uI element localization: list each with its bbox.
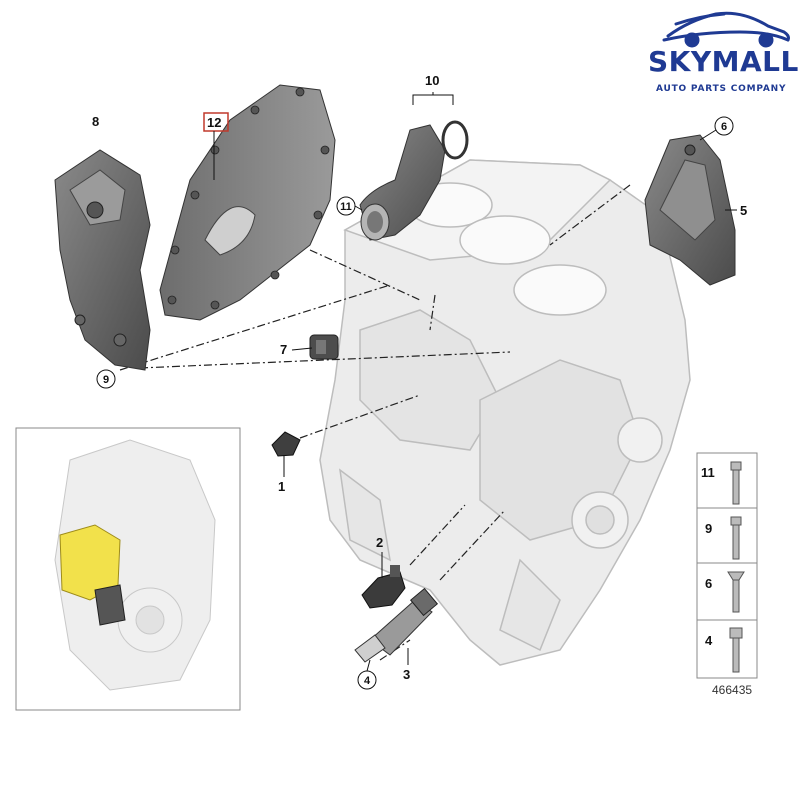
callout-5: 5: [740, 203, 747, 218]
fastener-table: [696, 452, 758, 679]
fastener-9: 9: [705, 521, 712, 536]
callout-9: 9: [103, 374, 109, 386]
callout-2: 2: [376, 535, 383, 550]
callout-3: 3: [403, 667, 410, 682]
callout-1: 1: [278, 479, 285, 494]
brand-tagline: AUTO PARTS COMPANY: [656, 84, 787, 94]
brand-name: SKYMALL: [648, 45, 799, 78]
part-12-timing-cover[interactable]: [159, 84, 336, 321]
part-5-mount-bracket[interactable]: [644, 134, 736, 286]
circled-callouts: 6 11 9 4: [96, 116, 734, 690]
callout-10: 10: [425, 73, 439, 88]
part-2-sensor[interactable]: [361, 565, 406, 609]
car-silhouette-icon: [662, 11, 790, 48]
fastener-11: 11: [701, 465, 715, 480]
callout-labels: 8 12 10 5 7 1 2 3: [92, 73, 747, 682]
bolt-icon: [727, 461, 745, 673]
part-7-sensor[interactable]: [309, 334, 339, 360]
part-1-sensor[interactable]: [271, 431, 301, 457]
callout-4: 4: [364, 675, 371, 687]
part-8-bracket[interactable]: [54, 149, 151, 371]
callout-6: 6: [721, 121, 727, 133]
diagram-part-number: 466435: [712, 683, 753, 697]
fastener-labels: 11 9 6 4: [701, 465, 715, 648]
callout-12: 12: [207, 115, 221, 130]
engine-block: [319, 159, 691, 666]
part-10-coolant-housing[interactable]: [359, 120, 469, 241]
part-3-sensor[interactable]: [354, 587, 439, 663]
leader-lines: [119, 184, 631, 661]
fastener-6: 6: [705, 576, 712, 591]
fastener-4: 4: [705, 633, 713, 648]
callout-7: 7: [280, 342, 287, 357]
callout-11: 11: [340, 201, 352, 213]
engine-location-inset: [15, 427, 241, 711]
callout-8: 8: [92, 114, 99, 129]
